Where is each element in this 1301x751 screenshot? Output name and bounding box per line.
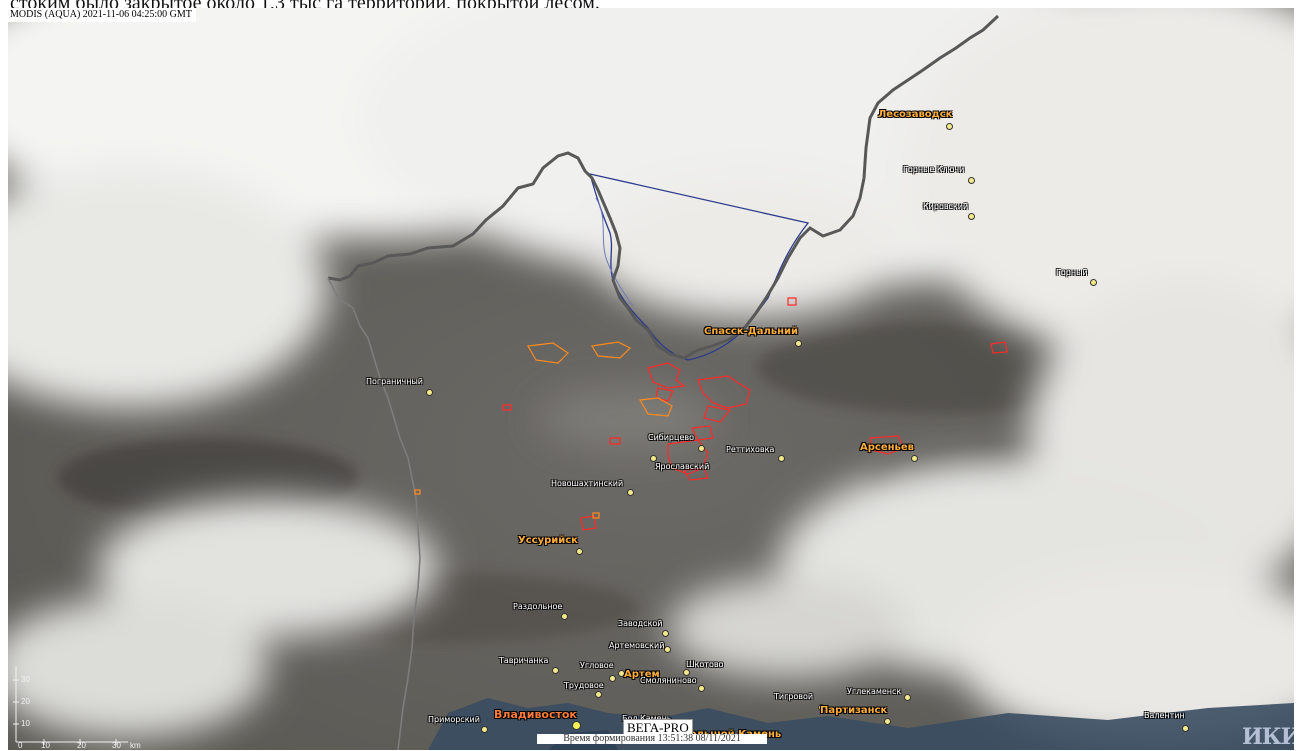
city-marker-icon bbox=[1090, 279, 1097, 286]
satellite-imagery bbox=[8, 8, 1294, 750]
city-label: Горные Ключи bbox=[903, 165, 965, 174]
city-marker-icon bbox=[481, 726, 488, 733]
city-label: Лесозаводск bbox=[878, 109, 953, 120]
city-label: Раздольное bbox=[513, 602, 563, 611]
iki-logo: ИКИ bbox=[1242, 724, 1294, 750]
city-marker-icon bbox=[818, 704, 825, 711]
fire-areas bbox=[502, 297, 1008, 531]
city-label: Трудовое bbox=[564, 681, 604, 690]
city-label: Арсеньев bbox=[860, 442, 914, 453]
generation-time: Время формирования 13:51:38 08/11/2021 bbox=[537, 734, 767, 744]
city-label: Тавричанка bbox=[499, 656, 549, 665]
satellite-pass-label: MODIS (AQUA) 2021-11-06 04:25:00 GMT bbox=[8, 8, 196, 22]
city-label: Смоляниново bbox=[640, 676, 697, 685]
city-label: Пограничный bbox=[366, 377, 423, 386]
city-marker-icon bbox=[698, 445, 705, 452]
city-marker-icon bbox=[662, 630, 669, 637]
scale-x-tick: 30 bbox=[112, 741, 121, 750]
city-label: Ярославский bbox=[655, 462, 710, 471]
city-marker-icon bbox=[561, 613, 568, 620]
city-marker-icon bbox=[904, 694, 911, 701]
city-label: Кировский bbox=[923, 202, 969, 211]
scale-y-tick: 10 bbox=[21, 719, 30, 728]
scale-y-tick: 30 bbox=[21, 675, 30, 684]
scale-x-tick: 10 bbox=[41, 741, 50, 750]
city-marker-icon bbox=[572, 721, 581, 730]
city-label: Уссурийск bbox=[518, 535, 578, 546]
city-marker-icon bbox=[683, 669, 690, 676]
city-label: Сибирцево bbox=[648, 433, 694, 442]
city-label: Партизанск bbox=[820, 705, 888, 716]
city-label: Шкотово bbox=[686, 660, 724, 669]
city-marker-icon bbox=[595, 691, 602, 698]
city-marker-icon bbox=[627, 489, 634, 496]
city-label: Тигровой bbox=[774, 692, 814, 701]
scale-x-tick: 20 bbox=[77, 741, 86, 750]
city-label: Приморский bbox=[428, 715, 480, 724]
city-label: Углекаменск bbox=[847, 687, 902, 696]
city-marker-icon bbox=[1182, 725, 1189, 732]
city-marker-icon bbox=[795, 340, 802, 347]
city-label: Горный bbox=[1056, 268, 1088, 277]
city-label: Бол.Камень bbox=[622, 714, 672, 723]
city-label: Артем bbox=[624, 669, 660, 680]
city-label: Артемовский bbox=[609, 641, 665, 650]
city-marker-icon bbox=[426, 389, 433, 396]
city-marker-icon bbox=[911, 455, 918, 462]
scale-axes bbox=[13, 666, 128, 745]
city-marker-icon bbox=[884, 718, 891, 725]
city-marker-icon bbox=[968, 213, 975, 220]
city-marker-icon bbox=[778, 455, 785, 462]
city-label: Заводской bbox=[618, 619, 663, 628]
city-label: Владивосток bbox=[494, 708, 577, 721]
city-label: Реттиховка bbox=[726, 445, 775, 454]
city-label: Новошахтинский bbox=[551, 479, 624, 488]
scale-unit: km bbox=[130, 741, 141, 750]
city-label: Спасск-Дальний bbox=[704, 326, 799, 337]
city-marker-icon bbox=[946, 123, 953, 130]
map-scale: 30 20 10 0 10 20 30 km bbox=[8, 658, 158, 750]
city-marker-icon bbox=[664, 646, 671, 653]
city-marker-icon bbox=[968, 177, 975, 184]
scale-x-tick: 0 bbox=[18, 741, 23, 750]
city-label: Угловое bbox=[580, 661, 614, 670]
city-marker-icon bbox=[650, 455, 657, 462]
city-marker-icon bbox=[618, 670, 625, 677]
city-marker-icon bbox=[576, 548, 583, 555]
city-marker-icon bbox=[609, 675, 616, 682]
city-marker-icon bbox=[552, 667, 559, 674]
satellite-map[interactable]: MODIS (AQUA) 2021-11-06 04:25:00 GMT Лес… bbox=[8, 8, 1294, 750]
city-label: Валентин bbox=[1144, 711, 1185, 720]
city-marker-icon bbox=[698, 685, 705, 692]
scale-y-tick: 20 bbox=[21, 697, 30, 706]
